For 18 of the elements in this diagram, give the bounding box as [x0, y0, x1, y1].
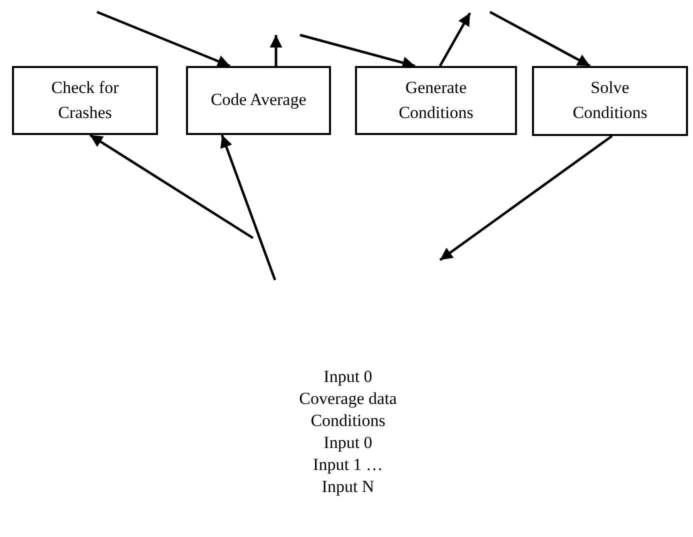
text-label: Input 1 …: [312, 454, 384, 476]
process-box: Code Average: [186, 66, 331, 135]
text-label: Input 0: [322, 432, 374, 454]
text-label: Input N: [320, 476, 376, 498]
arrow: [96, 10, 230, 68]
arrow: [439, 134, 613, 262]
arrow: [300, 34, 416, 69]
arrow: [220, 134, 276, 280]
text-label: Coverage data: [298, 388, 398, 410]
arrow: [270, 35, 282, 66]
arrow: [89, 134, 254, 240]
arrow: [489, 10, 591, 68]
text-label: Conditions: [310, 410, 386, 432]
arrow: [438, 12, 472, 67]
process-box: Solve Conditions: [532, 66, 688, 136]
text-label: Input 0: [322, 366, 374, 388]
process-box: Check for Crashes: [12, 66, 158, 135]
process-box: Generate Conditions: [355, 66, 517, 135]
